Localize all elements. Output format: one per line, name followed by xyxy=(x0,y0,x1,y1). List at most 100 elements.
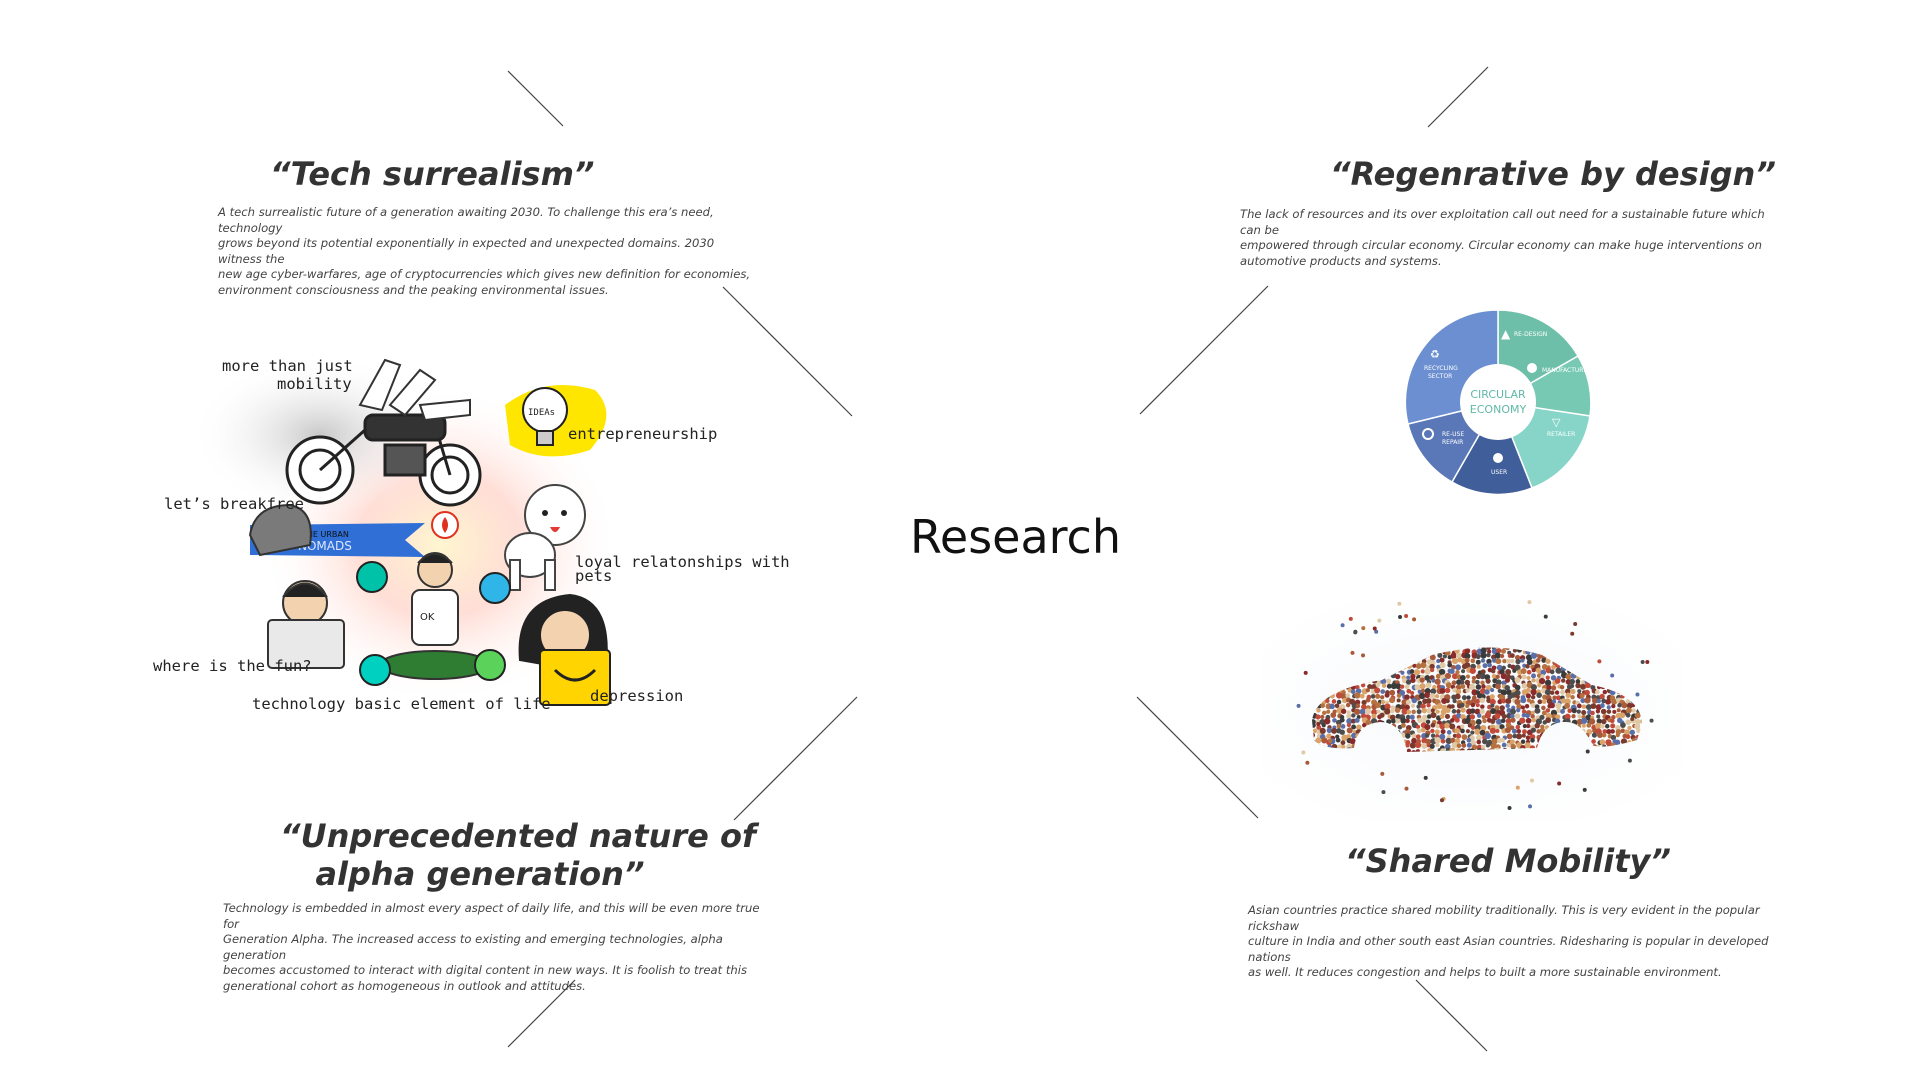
crowd-person xyxy=(1601,698,1607,704)
crowd-person xyxy=(1466,737,1472,743)
crowd-person xyxy=(1460,728,1465,734)
crowd-person xyxy=(1341,744,1346,749)
alpha-generation-text: Technology is embedded in almost every a… xyxy=(223,901,763,994)
crowd-person xyxy=(1459,680,1465,685)
crowd-person xyxy=(1326,727,1333,734)
crowd-person xyxy=(1631,708,1636,713)
text-line: new age cyber-warfares, age of cryptocur… xyxy=(218,267,751,281)
crowd-person xyxy=(1535,658,1541,663)
crowd-person xyxy=(1510,664,1516,670)
connector-line xyxy=(507,70,564,127)
crowd-person xyxy=(1323,718,1331,725)
crowd-person xyxy=(1406,675,1411,680)
crowd-person xyxy=(1610,729,1615,734)
crowd-person xyxy=(1599,703,1605,708)
crowd-person xyxy=(1514,684,1521,691)
crowd-person xyxy=(1496,664,1503,671)
text-line: environment consciousness and the peakin… xyxy=(218,282,609,297)
crowd-person xyxy=(1371,709,1378,716)
crowd-scatter xyxy=(1296,600,1654,811)
crowd-person xyxy=(1584,689,1590,696)
crowd-person xyxy=(1576,709,1581,714)
crowd-person xyxy=(1470,725,1476,730)
crowd-person xyxy=(1567,708,1573,714)
tech-surrealism-title: “Tech surrealism” xyxy=(270,155,595,193)
crowd-person xyxy=(1480,704,1485,709)
crowd-person xyxy=(1456,709,1461,714)
crowd-person xyxy=(1449,668,1455,674)
crowd-person xyxy=(1385,678,1392,684)
ideas-text: IDEAs xyxy=(528,408,555,418)
text-line: culture in India and other south east As… xyxy=(1248,934,1769,964)
crowd-person xyxy=(1579,692,1585,699)
crowd-person xyxy=(1614,739,1621,746)
segment-label: REPAIR xyxy=(1442,439,1463,446)
crowd-person xyxy=(1595,709,1601,714)
crowd-person xyxy=(1605,698,1612,705)
crowd-person xyxy=(1342,697,1348,704)
crowd-person xyxy=(1355,684,1360,690)
crowd-person xyxy=(1474,728,1481,735)
crowd-person xyxy=(1440,709,1447,715)
crowd-person xyxy=(1426,703,1431,708)
crowd-person xyxy=(1437,652,1443,658)
crowd-person xyxy=(1361,626,1366,631)
crowd-person xyxy=(1570,631,1575,636)
crowd-person xyxy=(1414,684,1421,691)
crowd-person xyxy=(1590,703,1597,710)
crowd-person xyxy=(1450,718,1455,723)
title-line: “Unprecedented nature of xyxy=(280,817,756,855)
crowd-person xyxy=(1466,695,1471,700)
crowd-person xyxy=(1544,679,1552,686)
crowd-person xyxy=(1460,724,1465,729)
crowd-person xyxy=(1422,718,1427,723)
crowd-person xyxy=(1549,702,1555,709)
crowd-person xyxy=(1380,689,1386,694)
crowd-person xyxy=(1446,730,1452,735)
crowd-person xyxy=(1510,717,1516,723)
crowd-person xyxy=(1370,694,1376,699)
crowd-person xyxy=(1596,714,1601,719)
crowd-person xyxy=(1596,732,1603,739)
crowd-person xyxy=(1591,739,1596,744)
crowd-person xyxy=(1605,739,1612,746)
crowd-person xyxy=(1399,684,1405,689)
crowd-person xyxy=(1359,693,1365,699)
crowd-person xyxy=(1436,703,1443,710)
crowd-person xyxy=(1539,727,1546,734)
crowd-person xyxy=(1530,710,1535,715)
crowd-person xyxy=(1601,718,1607,725)
crowd-person xyxy=(1615,733,1620,738)
crowd-person xyxy=(1565,688,1571,694)
crowd-person xyxy=(1430,688,1437,695)
crowd-person xyxy=(1351,732,1357,739)
crowd-person xyxy=(1484,712,1492,719)
crowd-person xyxy=(1510,713,1515,719)
crowd-person xyxy=(1599,739,1606,746)
crowd-person xyxy=(1380,699,1386,705)
crowd-person xyxy=(1535,667,1542,674)
crowd-person xyxy=(1531,673,1537,679)
crowd-person xyxy=(1459,702,1465,708)
segment-label: SECTOR xyxy=(1428,373,1452,380)
crowd-person xyxy=(1474,708,1481,715)
crowd-person xyxy=(1481,738,1488,745)
crowd-person xyxy=(1439,798,1444,803)
text-line: generational cohort as homogeneous in ou… xyxy=(223,978,586,993)
crowd-person xyxy=(1599,693,1605,700)
crowd-person xyxy=(1527,600,1532,605)
badge-icon xyxy=(356,561,388,593)
crowd-person xyxy=(1554,678,1561,684)
crowd-person xyxy=(1329,703,1335,710)
crowd-person xyxy=(1571,714,1576,719)
crowd-person xyxy=(1502,658,1507,664)
crowd-person xyxy=(1464,662,1471,669)
crowd-person xyxy=(1410,673,1416,679)
crowd-person xyxy=(1455,670,1460,675)
crowd-person xyxy=(1361,699,1367,706)
crowd-person xyxy=(1439,733,1446,740)
crowd-person xyxy=(1537,683,1542,688)
crowd-person xyxy=(1480,658,1486,663)
crowd-person xyxy=(1375,682,1381,688)
crowd-person xyxy=(1531,717,1536,723)
